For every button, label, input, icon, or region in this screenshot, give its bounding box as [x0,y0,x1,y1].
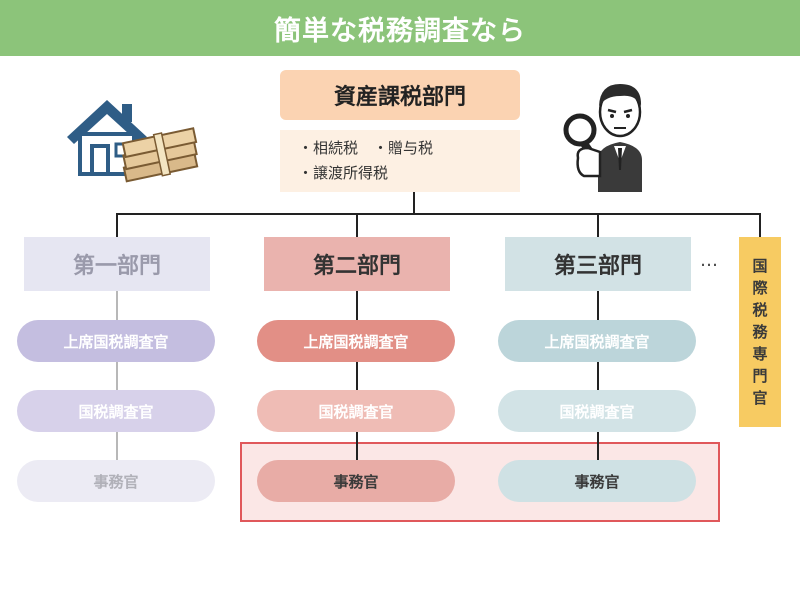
international-tax-specialist: 国 際 税 務 専 門 官 [739,237,781,427]
dept1-officer: 事務官 [17,460,215,502]
connector-dept3-stack [597,290,599,462]
connector-dept1-stack [116,290,118,462]
tax-list: ・相続税 ・贈与税 ・譲渡所得税 [280,130,520,192]
intl-char: 務 [752,323,768,341]
intl-char: 国 [752,257,768,275]
more-departments-ellipsis: … [700,250,720,271]
connector-dept1 [116,213,118,237]
dept3-officer: 事務官 [498,460,696,502]
connector-horizontal [116,213,760,215]
money-stack-icon [121,127,199,183]
intl-char: 門 [752,367,768,385]
connector-main-vertical [413,192,415,214]
dept2-senior-inspector: 上席国税調査官 [257,320,455,362]
dept3-inspector: 国税調査官 [498,390,696,432]
intl-char: 官 [752,389,768,407]
dept3-senior-inspector: 上席国税調査官 [498,320,696,362]
dept1-box: 第一部門 [24,237,210,291]
intl-char: 税 [752,301,768,319]
inspector-with-magnifier-icon [563,84,642,192]
tax-list-line-1: ・相続税 ・贈与税 [298,139,434,157]
connector-dept3 [597,213,599,237]
page-title: 簡単な税務調査なら [0,0,800,56]
dept1-senior-inspector: 上席国税調査官 [17,320,215,362]
intl-char: 際 [752,279,768,297]
intl-char: 専 [752,345,768,363]
connector-dept2 [356,213,358,237]
asset-tax-department: 資産課税部門 [280,70,520,120]
dept3-box: 第三部門 [505,237,691,291]
dept1-inspector: 国税調査官 [17,390,215,432]
dept2-officer: 事務官 [257,460,455,502]
tax-list-line-2: ・譲渡所得税 [298,164,389,182]
dept2-inspector: 国税調査官 [257,390,455,432]
dept2-box: 第二部門 [264,237,450,291]
connector-dept2-stack [356,290,358,462]
connector-international [759,213,761,237]
